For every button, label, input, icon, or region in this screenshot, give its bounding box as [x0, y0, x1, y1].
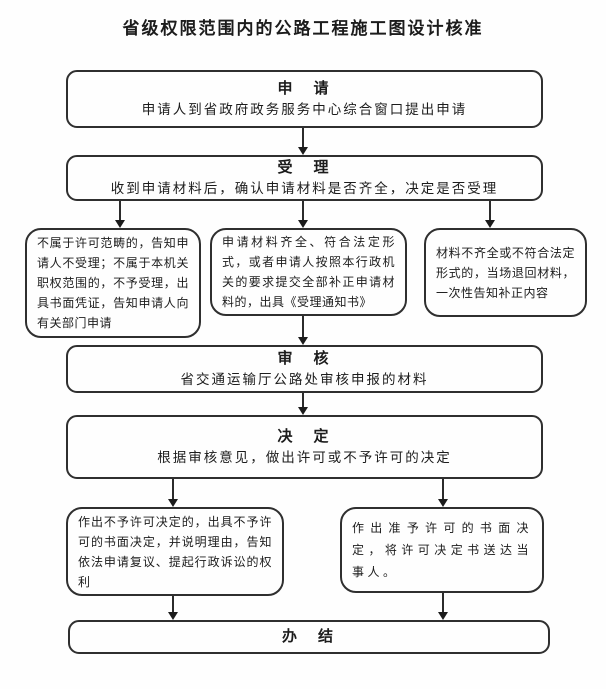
node-done: 办 结 [68, 620, 550, 654]
node-apply-head: 申 请 [277, 80, 332, 97]
node-deny-body: 作出不予许可决定的，出具不予许可的书面决定，并说明理由，告知依法申请复议、提起行… [78, 514, 272, 589]
arrow-accept-to-returned [489, 201, 491, 221]
arrow-review-to-decide [302, 393, 304, 408]
arrow-decide-to-grant [442, 479, 444, 500]
node-not-accepted-body: 不属于许可范畴的，告知申请人不受理；不属于本机关职权范围的，不予受理，出具书面凭… [37, 236, 189, 330]
node-grant-body: 作出准予许可的书面决定，将许可决定书送达当事人。 [352, 521, 532, 579]
node-decide-body: 根据审核意见，做出许可或不予许可的决定 [157, 450, 452, 465]
node-not-accepted: 不属于许可范畴的，告知申请人不受理；不属于本机关职权范围的，不予受理，出具书面凭… [25, 228, 201, 338]
node-accepted-body: 申请材料齐全、符合法定形式，或者申请人按照本行政机关的要求提交全部补正申请材料的… [222, 235, 395, 309]
arrow-accept-to-accepted [302, 201, 304, 221]
arrow-apply-to-accept [302, 128, 304, 148]
node-review-head: 审 核 [277, 350, 332, 367]
arrow-grant-to-done [442, 593, 444, 613]
node-apply: 申 请 申请人到省政府政务服务中心综合窗口提出申请 [66, 70, 543, 128]
node-returned: 材料不齐全或不符合法定形式的，当场退回材料，一次性告知补正内容 [424, 228, 587, 317]
node-review-body: 省交通运输厅公路处审核申报的材料 [180, 372, 429, 387]
arrow-decide-to-deny [172, 479, 174, 500]
node-grant: 作出准予许可的书面决定，将许可决定书送达当事人。 [340, 507, 544, 593]
node-apply-body: 申请人到省政府政务服务中心综合窗口提出申请 [141, 102, 468, 117]
node-deny: 作出不予许可决定的，出具不予许可的书面决定，并说明理由，告知依法申请复议、提起行… [66, 507, 284, 596]
node-review: 审 核 省交通运输厅公路处审核申报的材料 [66, 345, 543, 393]
arrow-accept-to-not-accepted [119, 201, 121, 221]
node-accept-head: 受 理 [277, 159, 332, 176]
node-accept: 受 理 收到申请材料后，确认申请材料是否齐全，决定是否受理 [66, 155, 543, 201]
node-returned-body: 材料不齐全或不符合法定形式的，当场退回材料，一次性告知补正内容 [436, 245, 575, 300]
arrow-accepted-to-review [302, 316, 304, 338]
node-decide: 决 定 根据审核意见，做出许可或不予许可的决定 [66, 415, 543, 479]
node-done-head: 办 结 [281, 628, 336, 645]
page-title: 省级权限范围内的公路工程施工图设计核准 [122, 19, 484, 38]
arrow-deny-to-done [172, 596, 174, 613]
node-accepted: 申请材料齐全、符合法定形式，或者申请人按照本行政机关的要求提交全部补正申请材料的… [210, 228, 407, 316]
node-decide-head: 决 定 [277, 428, 332, 445]
node-accept-body: 收到申请材料后，确认申请材料是否齐全，决定是否受理 [110, 181, 499, 196]
